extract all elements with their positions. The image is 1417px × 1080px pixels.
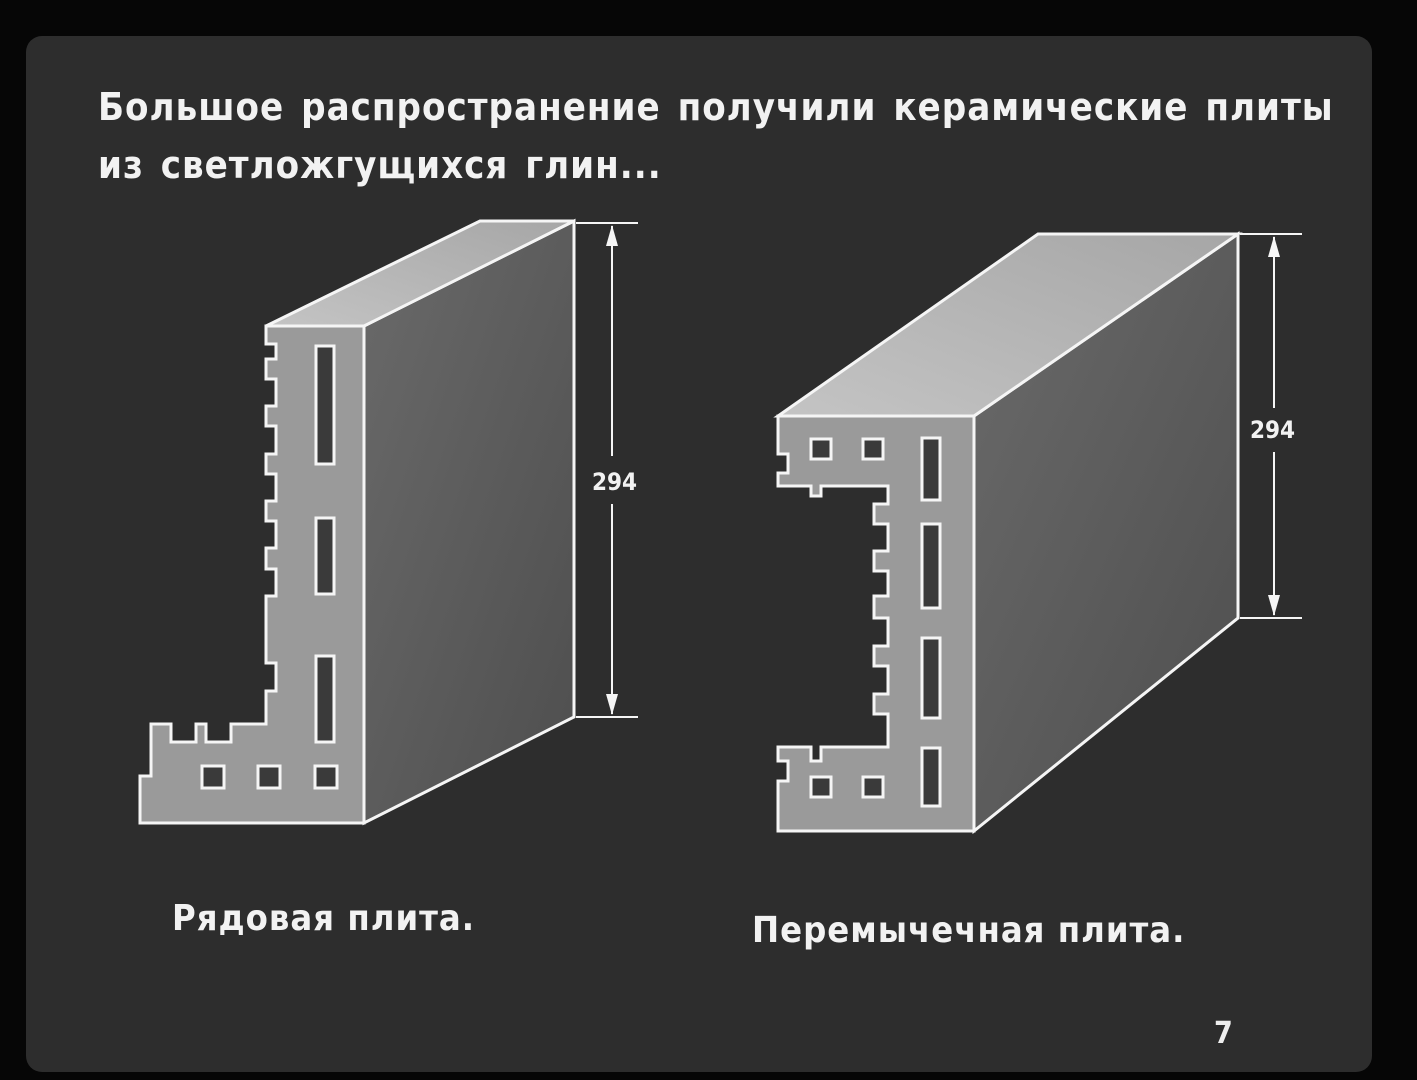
regular-slab-void [314,516,336,596]
page-number: 7 [1214,1016,1233,1051]
lintel-slab-void [920,522,942,610]
regular-slab-dimension-label: 294 [592,468,637,496]
slide-title: Большое распространение получили керамич… [98,85,1334,187]
lintel-slab-caption: Перемычечная плита. [752,910,1186,951]
lintel-slab-void [861,775,885,799]
regular-slab-caption: Рядовая плита. [172,898,476,939]
regular-slab-void [314,344,336,466]
regular-slab-void [256,764,282,790]
regular-slab-dimension: 294 [576,222,638,718]
regular-slab-void [313,764,339,790]
regular-slab-void [314,654,336,744]
regular-slab-void [200,764,226,790]
slabs-drawing: 294 [138,218,1302,835]
lintel-slab-void [809,437,833,461]
lintel-slab-void [920,436,942,502]
slide: Большое распространение получили керамич… [26,36,1372,1072]
lintel-slab-void [920,636,942,720]
lintel-slab-void [861,437,885,461]
lintel-slab-dimension: 294 [1240,233,1302,619]
lintel-slab-dimension-label: 294 [1250,416,1295,444]
lintel-slab-void [920,746,942,808]
lintel-slab-void [809,775,833,799]
lintel-slab: 294 [773,231,1302,835]
lintel-slab-cross-section [776,414,976,833]
regular-slab-cross-section [138,324,366,825]
regular-slab: 294 [138,218,638,826]
